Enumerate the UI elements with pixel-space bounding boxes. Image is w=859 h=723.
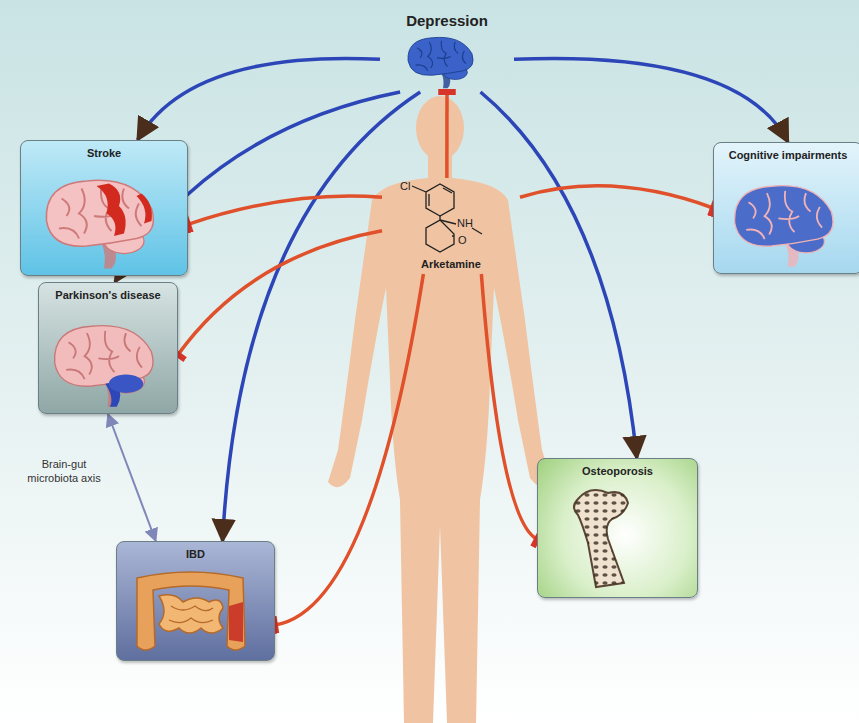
node-title: Stroke bbox=[21, 147, 187, 159]
disease-box: Osteoporosis bbox=[537, 458, 698, 598]
inhibit-line bbox=[445, 92, 449, 178]
node-title: Arketamine bbox=[382, 258, 520, 270]
molecule-node: Arketamine ClNH O bbox=[382, 178, 520, 274]
node-title: Cognitive impairments bbox=[714, 149, 859, 161]
disease-box: Parkinson's disease bbox=[38, 282, 178, 414]
promote-arrow bbox=[223, 92, 421, 541]
atom-label: NH bbox=[457, 217, 473, 229]
atom-label: O bbox=[458, 234, 467, 246]
inhibit-line bbox=[481, 274, 537, 539]
inhibit-line bbox=[188, 196, 382, 224]
node-title: IBD bbox=[117, 548, 274, 560]
brain-node: Depression bbox=[380, 6, 514, 92]
inhibit-line bbox=[520, 186, 713, 208]
atom-label: Cl bbox=[400, 180, 410, 192]
disease-box: Stroke bbox=[20, 140, 188, 276]
node-title: Parkinson's disease bbox=[39, 289, 177, 301]
node-title: Osteoporosis bbox=[538, 465, 697, 477]
promote-arrow bbox=[138, 58, 380, 140]
disease-box: IBD bbox=[116, 541, 275, 661]
disease-box: Cognitive impairments bbox=[713, 142, 859, 274]
node-title: Depression bbox=[380, 12, 514, 29]
inhibit-line bbox=[178, 231, 382, 355]
axis-arrow bbox=[108, 414, 156, 541]
promote-arrow bbox=[514, 58, 788, 142]
edge-label: Brain-gut microbiota axis bbox=[24, 458, 104, 484]
promote-arrow bbox=[481, 92, 637, 458]
inhibit-line bbox=[275, 274, 423, 625]
